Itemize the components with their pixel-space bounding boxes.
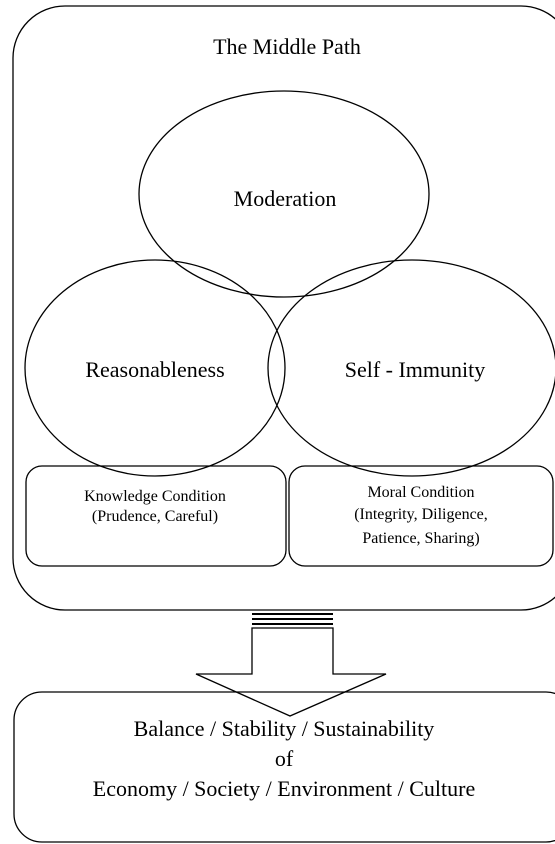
outcome-line-1: Balance / Stability / Sustainability (133, 716, 435, 741)
reasonableness-label: Reasonableness (85, 357, 225, 382)
moral-condition-detail-2: Patience, Sharing) (362, 530, 480, 547)
moral-condition-detail-1: (Integrity, Diligence, (354, 506, 488, 523)
moderation-circle (138, 90, 430, 298)
diagram-title: The Middle Path (213, 34, 361, 59)
outer-frame (12, 5, 555, 611)
moral-condition-box (288, 465, 554, 567)
self-immunity-label: Self - Immunity (344, 357, 486, 382)
self-immunity-circle (267, 259, 555, 477)
outcome-line-2: of (274, 746, 294, 771)
moral-condition-title: Moral Condition (367, 484, 475, 501)
down-arrow (195, 627, 387, 717)
knowledge-condition-title: Knowledge Condition (84, 488, 226, 505)
outcome-line-3: Economy / Society / Environment / Cultur… (92, 776, 476, 801)
knowledge-condition-detail: (Prudence, Careful) (91, 508, 219, 525)
moderation-label: Moderation (233, 186, 337, 211)
reasonableness-circle (24, 259, 286, 477)
knowledge-condition-box (25, 465, 287, 567)
outcome-box (13, 691, 555, 843)
